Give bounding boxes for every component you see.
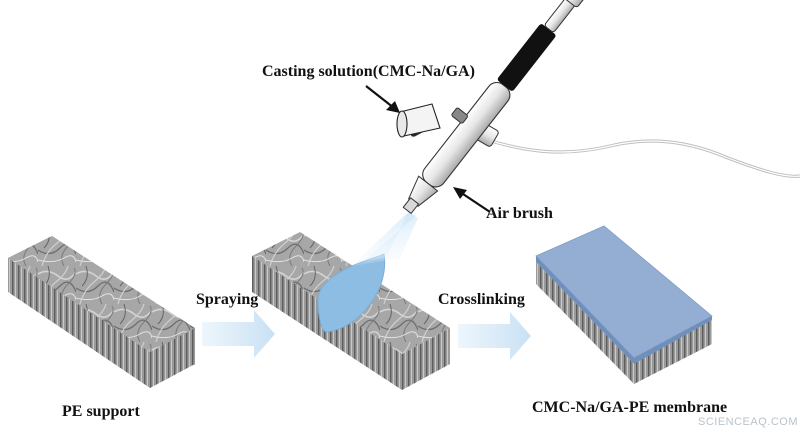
- membrane-slab: [535, 225, 713, 384]
- air-brush-label: Air brush: [486, 205, 553, 222]
- air-hose: [487, 138, 800, 178]
- air-brush-nozzle: [408, 175, 439, 207]
- pe-support-front-face: [8, 258, 150, 388]
- spraying-arrow: [202, 310, 275, 358]
- air-brush-rear-tube: [544, 0, 575, 33]
- pe-support-label: PE support: [62, 403, 140, 420]
- air-hose-highlight: [487, 139, 800, 177]
- watermark: SCIENCEAQ.COM: [698, 416, 799, 428]
- air-brush-body: [422, 81, 511, 188]
- spraying-slab: [252, 232, 450, 390]
- membrane-coating-edge: [536, 256, 634, 364]
- pe-support-surface: [8, 236, 195, 352]
- spraying-slab-side-face: [402, 328, 450, 390]
- pe-support-side-face: [150, 328, 195, 388]
- membrane-slab-side-face: [634, 316, 712, 384]
- spraying-label: Spraying: [196, 291, 259, 308]
- membrane-coating-side-edge: [634, 316, 712, 364]
- funnel-opening: [396, 110, 408, 138]
- crosslinking-arrow: [458, 312, 531, 360]
- air-brush-trigger: [451, 107, 468, 124]
- air-brush-tip: [402, 197, 420, 215]
- crosslinking-label: Crosslinking: [438, 291, 525, 308]
- membrane-label: CMC-Na/GA-PE membrane: [532, 399, 728, 416]
- membrane-slab-front-face: [536, 262, 634, 384]
- air-brush-end-cap: [563, 0, 585, 8]
- air-brush-black-grip: [497, 24, 556, 91]
- air-brush: [396, 0, 800, 215]
- pe-support-slab: [8, 236, 195, 388]
- casting-solution-label: Casting solution(CMC-Na/GA): [262, 63, 475, 80]
- casting-solution-pointer: [365, 85, 400, 113]
- spray-cone: [352, 214, 418, 266]
- air-brush-pointer: [453, 187, 491, 213]
